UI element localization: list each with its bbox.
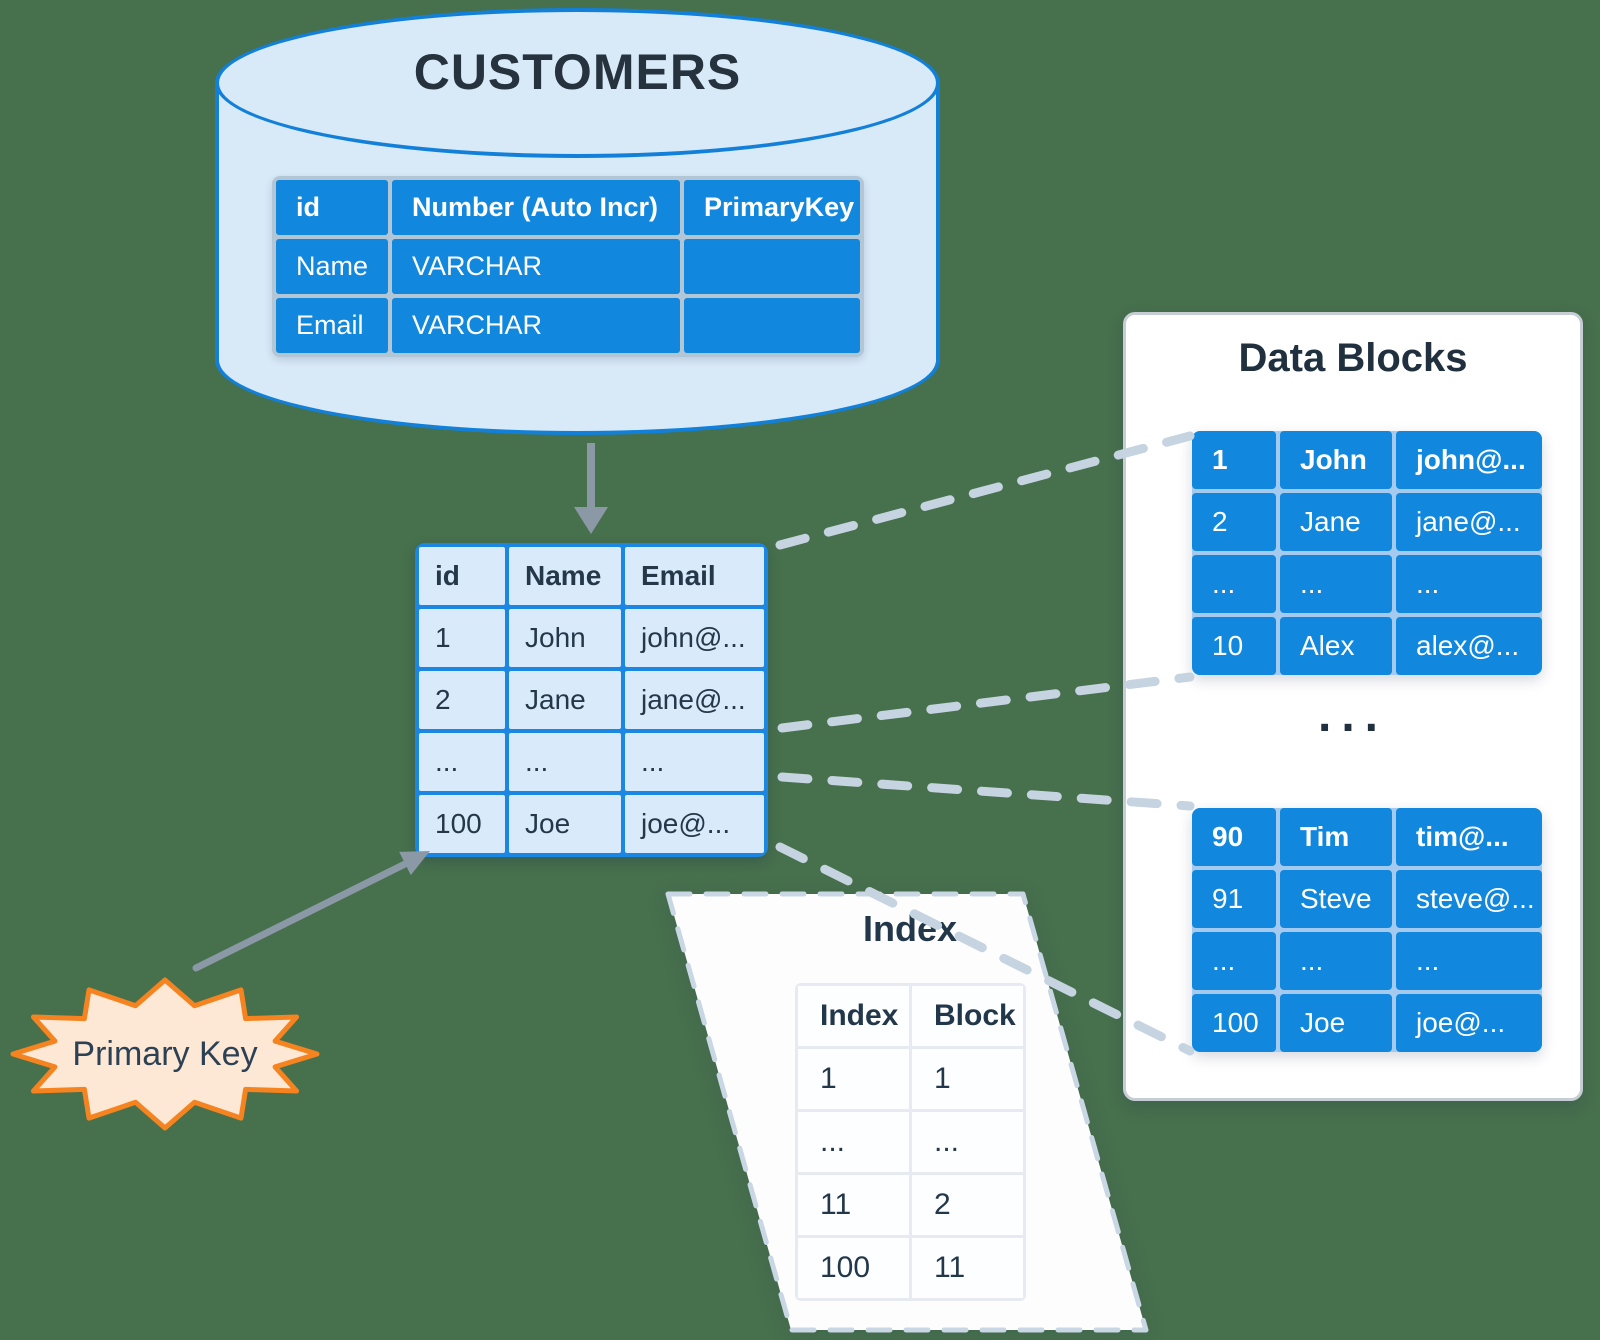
- block-cell: 90: [1192, 808, 1276, 866]
- records-cell: jane@...: [625, 671, 764, 729]
- block-cell: Tim: [1280, 808, 1392, 866]
- records-cell: ...: [419, 733, 505, 791]
- index-cell: 11: [912, 1238, 1023, 1298]
- block-cell: ...: [1396, 555, 1542, 613]
- customers-cylinder-top: [215, 8, 940, 158]
- starburst-shape: [10, 977, 320, 1131]
- index-cell: ...: [912, 1112, 1023, 1172]
- block-cell: ...: [1280, 932, 1392, 990]
- block-cell: ...: [1192, 932, 1276, 990]
- schema-cell: [684, 298, 860, 353]
- block-cell: Joe: [1280, 994, 1392, 1052]
- block-cell: John: [1280, 431, 1392, 489]
- block-cell: 91: [1192, 870, 1276, 928]
- data-blocks-title: Data Blocks: [1238, 336, 1468, 380]
- block-cell: 1: [1192, 431, 1276, 489]
- index-cell: 1: [912, 1049, 1023, 1109]
- block-cell: 100: [1192, 994, 1276, 1052]
- records-cell: Joe: [509, 795, 621, 853]
- schema-cell: Name: [276, 239, 388, 294]
- schema-header-cell: id: [276, 180, 388, 235]
- records-cell: ...: [509, 733, 621, 791]
- block-cell: tim@...: [1396, 808, 1542, 866]
- customers-title: CUSTOMERS: [413, 44, 742, 100]
- block-cell: 10: [1192, 617, 1276, 675]
- block-cell: alex@...: [1396, 617, 1542, 675]
- block-cell: steve@...: [1396, 870, 1542, 928]
- schema-table: id Number (Auto Incr) PrimaryKey Name VA…: [272, 176, 864, 357]
- index-table: Index Block 1 1 ... ... 11 2 100 11: [795, 983, 1026, 1301]
- records-header-cell: Name: [509, 547, 621, 605]
- records-table: id Name Email 1 John john@... 2 Jane jan…: [415, 543, 768, 857]
- records-cell: 1: [419, 609, 505, 667]
- index-cell: 11: [798, 1175, 909, 1235]
- records-cell: Jane: [509, 671, 621, 729]
- records-header-cell: id: [419, 547, 505, 605]
- index-header-cell: Block: [912, 986, 1023, 1046]
- records-cell: ...: [625, 733, 764, 791]
- schema-cell: VARCHAR: [392, 239, 680, 294]
- block-cell: ...: [1280, 555, 1392, 613]
- data-block-table-2: 90 Tim tim@... 91 Steve steve@... ... ..…: [1192, 808, 1542, 1052]
- index-cell: 2: [912, 1175, 1023, 1235]
- index-cell: 1: [798, 1049, 909, 1109]
- primary-key-label: Primary Key: [72, 1035, 258, 1073]
- schema-header-cell: PrimaryKey: [684, 180, 860, 235]
- index-header-cell: Index: [798, 986, 909, 1046]
- schema-cell: VARCHAR: [392, 298, 680, 353]
- primary-key-starburst: [10, 977, 320, 1131]
- data-block-table-1: 1 John john@... 2 Jane jane@... ... ... …: [1192, 431, 1542, 675]
- records-cell: 100: [419, 795, 505, 853]
- block-cell: Steve: [1280, 870, 1392, 928]
- block-cell: joe@...: [1396, 994, 1542, 1052]
- index-title: Index: [862, 908, 958, 949]
- records-cell: joe@...: [625, 795, 764, 853]
- block-cell: ...: [1396, 932, 1542, 990]
- ellipsis-separator: ...: [1317, 689, 1388, 742]
- block-cell: 2: [1192, 493, 1276, 551]
- schema-cell: Email: [276, 298, 388, 353]
- records-cell: 2: [419, 671, 505, 729]
- records-cell: John: [509, 609, 621, 667]
- block-cell: ...: [1192, 555, 1276, 613]
- block-cell: john@...: [1396, 431, 1542, 489]
- block-cell: Jane: [1280, 493, 1392, 551]
- block-cell: jane@...: [1396, 493, 1542, 551]
- schema-cell: [684, 239, 860, 294]
- records-header-cell: Email: [625, 547, 764, 605]
- block-cell: Alex: [1280, 617, 1392, 675]
- index-cell: ...: [798, 1112, 909, 1172]
- index-cell: 100: [798, 1238, 909, 1298]
- schema-header-cell: Number (Auto Incr): [392, 180, 680, 235]
- records-cell: john@...: [625, 609, 764, 667]
